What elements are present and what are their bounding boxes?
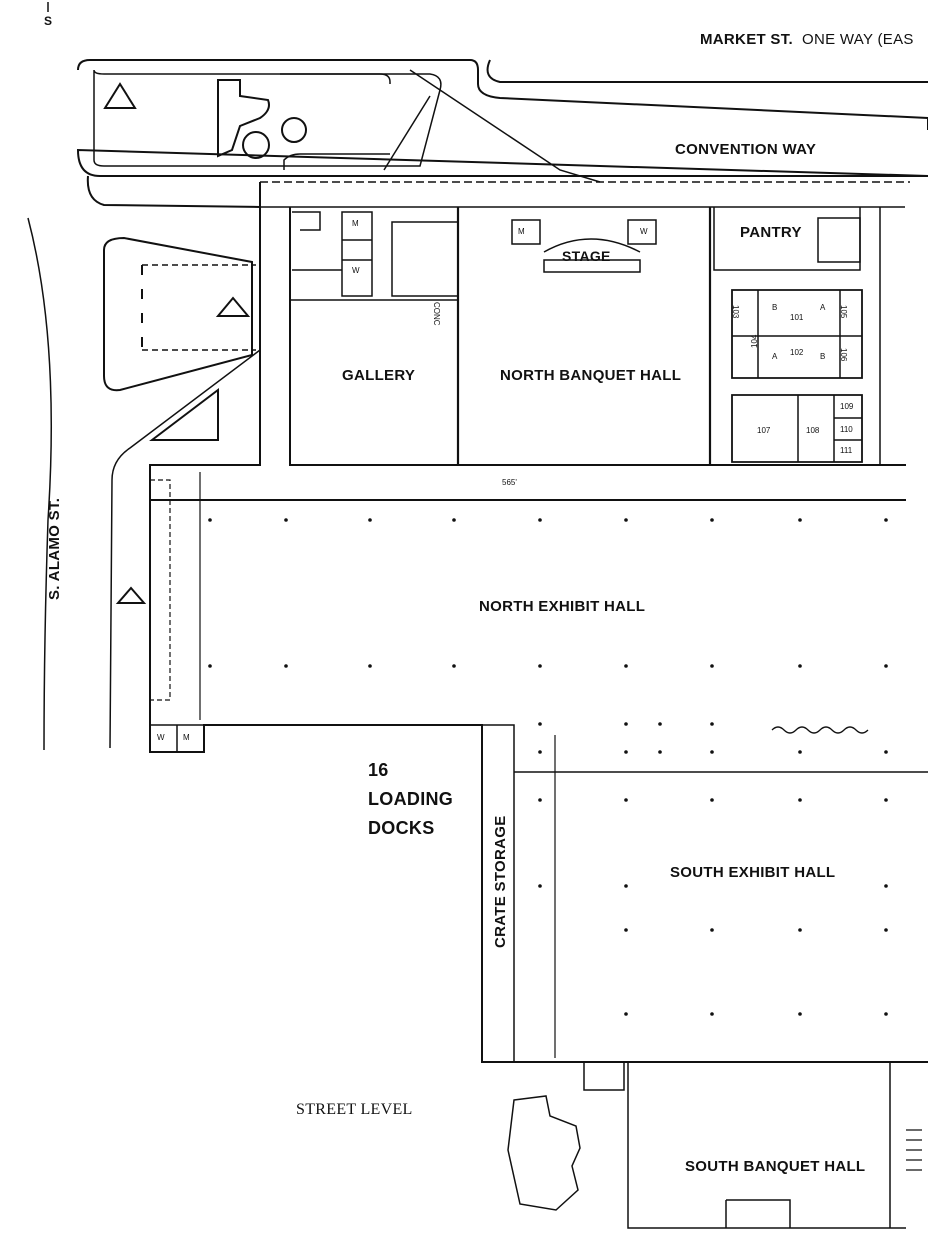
restroom-divider: [342, 239, 372, 261]
lot-outline: [93, 69, 442, 167]
circle-two: [281, 117, 307, 143]
meeting-block-lower: [731, 394, 863, 463]
ramp-edge: [409, 69, 601, 183]
alamo-curb-left: [27, 217, 53, 751]
gallery-annex: [391, 221, 459, 297]
room-109: 109: [840, 402, 854, 411]
loading-docks-label-2: DOCKS: [368, 818, 435, 838]
room-111: 111: [840, 446, 853, 455]
south-entry: [583, 1062, 625, 1091]
drive-top: [280, 73, 391, 84]
restroom-w-gallery: W: [352, 266, 360, 275]
loading-docks-count: 16: [368, 760, 389, 780]
north-banquet-hall-label: NORTH BANQUET HALL: [500, 367, 682, 384]
stage-restrooms: [511, 219, 657, 245]
wedge-island: [149, 387, 219, 441]
market-st-label: MARKET ST.: [700, 31, 793, 48]
stage-arc: [543, 238, 641, 253]
conc-label: CONC: [432, 302, 441, 326]
top-building: [217, 79, 270, 158]
south-stage: [725, 1199, 791, 1228]
south-banquet-hall-label: SOUTH BANQUET HALL: [685, 1158, 866, 1175]
street-level-label: STREET LEVEL: [296, 1101, 413, 1118]
wavy-partition: [771, 726, 869, 734]
island-outline: [76, 59, 928, 177]
stage-label: STAGE: [562, 248, 611, 264]
restroom-m-stage: M: [518, 227, 525, 236]
stair-marks: [906, 1129, 922, 1171]
south-banquet-wall: [627, 1062, 906, 1229]
north-banquet-walls: [456, 207, 712, 465]
parking-lines: [142, 264, 256, 351]
alamo-curb-right: [109, 349, 261, 749]
column-grid-north: [208, 518, 888, 754]
service-lines: [292, 211, 342, 271]
compass-label: S: [44, 14, 53, 28]
crate-storage-wall: [482, 724, 515, 1062]
room-101-b: B: [772, 303, 778, 312]
market-st-curb: [486, 59, 928, 83]
circle-one: [242, 131, 270, 159]
corridor-line: [149, 465, 906, 501]
building-outline-west: [149, 182, 928, 1063]
pantry-label: PANTRY: [740, 224, 802, 241]
landmark-triangle-top: [103, 82, 137, 109]
adjacent-building: [507, 1095, 581, 1211]
room-102-b: B: [820, 352, 826, 361]
south-exhibit-hall-label: SOUTH EXHIBIT HALL: [670, 864, 836, 881]
landmark-triangle-mid: [215, 296, 251, 317]
restroom-m-gallery: M: [352, 219, 359, 228]
market-one-way-label: ONE WAY (EAS: [802, 31, 914, 48]
north-building-inner: [289, 207, 906, 466]
room-110: 110: [840, 425, 853, 434]
west-restrooms: [150, 724, 204, 752]
drive-edge: [283, 153, 390, 170]
restroom-w-west: W: [157, 733, 165, 742]
alamo-st-label: S. ALAMO ST.: [46, 497, 63, 600]
stage-platform: [543, 259, 641, 273]
column-grid-south: [538, 798, 888, 1016]
ramp-line: [383, 95, 431, 171]
restroom-m-west: M: [183, 733, 190, 742]
room-102: 102: [790, 348, 804, 357]
restroom-w-stage: W: [640, 227, 648, 236]
landmark-triangle-alamo: [115, 586, 147, 604]
left-island: [103, 236, 253, 392]
meeting-dividers: [732, 290, 862, 378]
north-exhibit-hall-label: NORTH EXHIBIT HALL: [479, 598, 646, 615]
convention-way-label: CONVENTION WAY: [675, 141, 817, 158]
restroom-block-gallery: [341, 211, 373, 297]
room-104: 104: [750, 334, 759, 348]
pantry-store: [817, 217, 861, 263]
meeting-block-upper: [731, 289, 863, 379]
north-width-dimension: 565': [502, 478, 517, 487]
room-101: 101: [790, 313, 804, 322]
room-105: 105: [839, 305, 848, 319]
loading-west-wall: [150, 479, 171, 701]
convention-curb-left: [86, 175, 261, 208]
meeting-dividers-lower: [797, 395, 862, 462]
room-107: 107: [757, 426, 771, 435]
room-106: 106: [839, 348, 848, 362]
room-102-a: A: [772, 352, 778, 361]
loading-docks-label-1: LOADING: [368, 789, 454, 809]
room-101-a: A: [820, 303, 826, 312]
crate-storage-label: CRATE STORAGE: [492, 815, 509, 948]
room-108: 108: [806, 426, 820, 435]
room-103: 103: [731, 305, 740, 319]
gallery-label: GALLERY: [342, 367, 416, 384]
